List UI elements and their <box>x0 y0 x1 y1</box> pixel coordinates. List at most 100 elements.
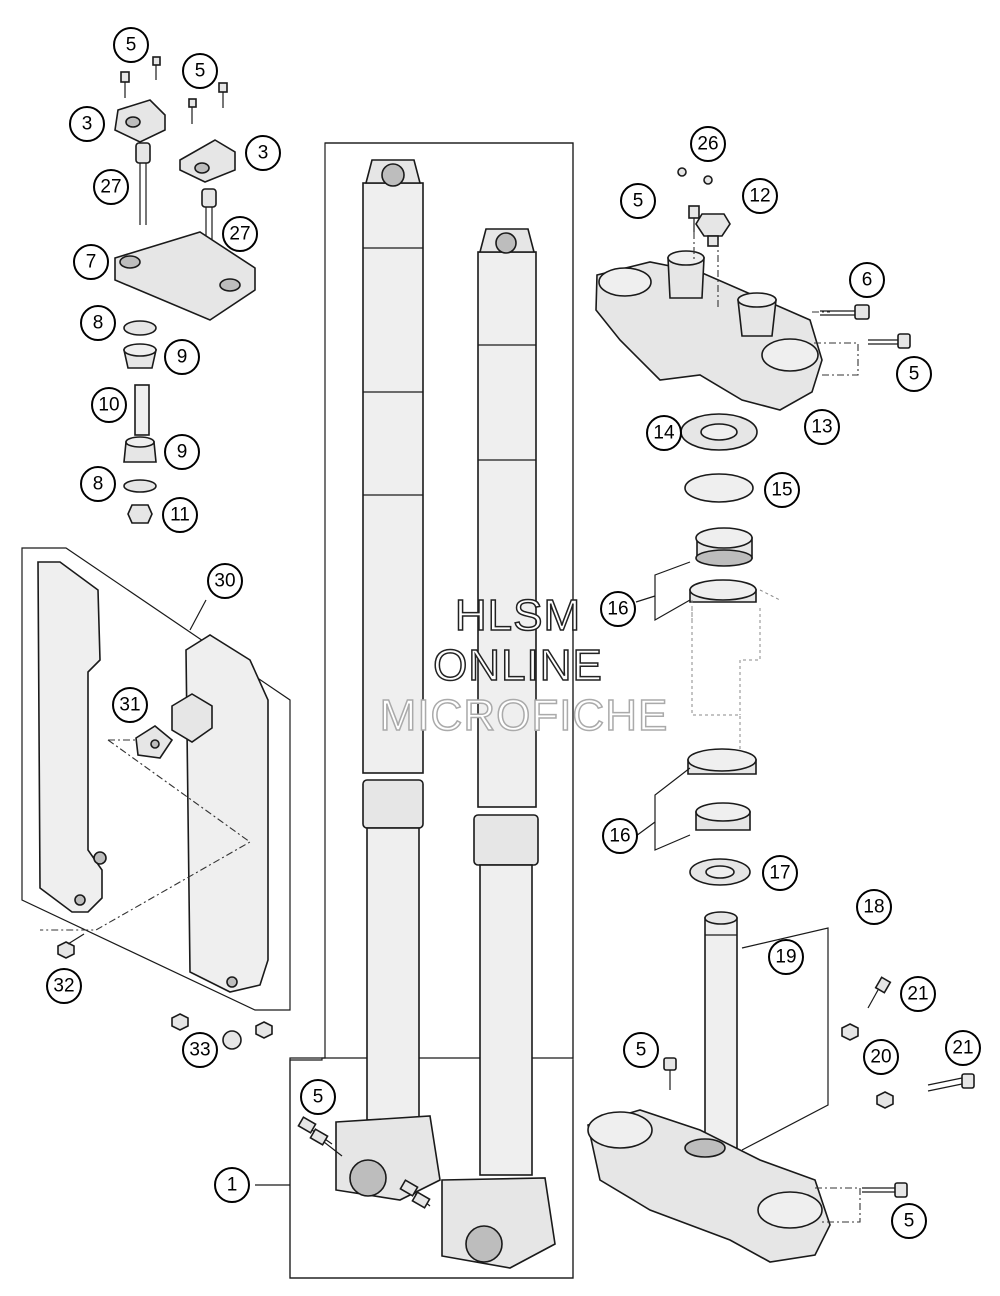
callout-13: 13 <box>804 409 840 445</box>
fork-leg-left <box>335 159 441 1201</box>
svg-text:16: 16 <box>609 826 630 847</box>
svg-text:11: 11 <box>170 505 190 526</box>
svg-text:5: 5 <box>313 1087 324 1108</box>
callout-6: 6 <box>849 262 885 298</box>
upper-triple-clamp <box>595 167 823 411</box>
svg-text:31: 31 <box>119 695 140 716</box>
callout-9: 9 <box>164 434 200 470</box>
guard-dashed-guide <box>40 739 252 931</box>
pinch-bolts-upper <box>820 304 911 349</box>
callout-5: 5 <box>113 27 149 63</box>
lower-triple-clamp <box>587 1109 831 1263</box>
callout-5: 5 <box>182 53 218 89</box>
svg-text:3: 3 <box>82 114 93 135</box>
svg-text:13: 13 <box>811 417 832 438</box>
callout-17: 17 <box>762 855 798 891</box>
svg-text:10: 10 <box>98 395 119 416</box>
callout-5: 5 <box>896 356 932 392</box>
svg-text:26: 26 <box>697 134 718 155</box>
fork-guard-left <box>37 561 107 913</box>
callout-31: 31 <box>112 687 148 723</box>
clamp-bridge <box>114 231 256 321</box>
callout-10: 10 <box>91 387 127 423</box>
svg-text:15: 15 <box>771 480 792 501</box>
guard-screws <box>57 933 273 1050</box>
callout-7: 7 <box>73 244 109 280</box>
svg-text:16: 16 <box>607 599 628 620</box>
bearing-upper <box>689 527 757 603</box>
watermark-line-2: ONLINE <box>433 641 603 690</box>
svg-text:9: 9 <box>177 442 188 463</box>
lower-clamp-dashed-guide <box>815 1187 861 1223</box>
fork-guard-right <box>171 634 269 993</box>
axle-clamp-bolts <box>297 1116 431 1209</box>
svg-text:20: 20 <box>870 1047 891 1068</box>
svg-text:27: 27 <box>229 224 250 245</box>
callout-leaders <box>189 595 656 1186</box>
top-clamp-dashed-guides <box>693 232 859 376</box>
callout-21: 21 <box>900 976 936 1012</box>
callout-5: 5 <box>623 1032 659 1068</box>
svg-text:33: 33 <box>189 1040 210 1061</box>
rubber-bushings <box>123 320 157 524</box>
callout-26: 26 <box>690 126 726 162</box>
svg-text:21: 21 <box>907 984 928 1005</box>
stem-bolt-5 <box>663 1057 677 1090</box>
stem-hardware <box>841 976 975 1109</box>
dust-seal-14 <box>680 413 758 451</box>
fork-leg-right <box>441 228 556 1269</box>
svg-text:30: 30 <box>214 571 235 592</box>
svg-text:5: 5 <box>904 1211 915 1232</box>
seal-ring-17 <box>689 858 751 886</box>
callout-16: 16 <box>602 818 638 854</box>
svg-text:5: 5 <box>909 364 920 385</box>
callout-1: 1 <box>214 1167 250 1203</box>
svg-text:3: 3 <box>258 143 269 164</box>
watermark-line-1: HLSM <box>455 591 581 640</box>
callout-19: 19 <box>768 939 804 975</box>
callout-5: 5 <box>300 1079 336 1115</box>
svg-text:14: 14 <box>653 423 675 444</box>
callout-33: 33 <box>182 1032 218 1068</box>
callout-21: 21 <box>945 1030 981 1066</box>
watermark-line-3: MICROFICHE <box>380 691 669 740</box>
svg-text:5: 5 <box>126 35 137 56</box>
callout-20: 20 <box>863 1039 899 1075</box>
bearing-bracket-lower <box>654 767 691 851</box>
bearing-bracket-upper <box>654 561 691 622</box>
svg-text:5: 5 <box>633 191 644 212</box>
callouts: 5 5 3 3 27 27 7 8 9 10 9 8 11 30 31 32 3… <box>46 27 981 1239</box>
callout-5: 5 <box>891 1203 927 1239</box>
fork-guard-frame <box>21 547 291 1011</box>
long-bolts <box>135 142 217 268</box>
callout-3: 3 <box>69 106 105 142</box>
svg-text:1: 1 <box>227 1175 238 1196</box>
svg-text:18: 18 <box>863 897 884 918</box>
svg-text:17: 17 <box>769 863 790 884</box>
svg-text:8: 8 <box>93 474 104 495</box>
callout-8: 8 <box>80 305 116 341</box>
callout-8: 8 <box>80 466 116 502</box>
svg-text:19: 19 <box>775 947 796 968</box>
bearing-lower <box>687 748 757 831</box>
handlebar-clamp-top <box>114 99 166 143</box>
seal-ring-15 <box>684 473 754 503</box>
callout-15: 15 <box>764 472 800 508</box>
svg-text:32: 32 <box>53 976 74 997</box>
svg-text:21: 21 <box>952 1038 973 1059</box>
fork-frame-outline <box>289 142 574 1279</box>
callout-5: 5 <box>620 183 656 219</box>
clamp-screws <box>120 56 228 124</box>
stem-bracket <box>741 927 829 1151</box>
svg-text:6: 6 <box>862 270 873 291</box>
guard-clip-31 <box>135 725 174 759</box>
svg-text:8: 8 <box>93 313 104 334</box>
callout-9: 9 <box>164 339 200 375</box>
callout-27: 27 <box>222 216 258 252</box>
callout-16: 16 <box>600 591 636 627</box>
callout-11: 11 <box>162 497 198 533</box>
svg-text:9: 9 <box>177 347 188 368</box>
svg-text:27: 27 <box>100 177 121 198</box>
callout-12: 12 <box>742 178 778 214</box>
